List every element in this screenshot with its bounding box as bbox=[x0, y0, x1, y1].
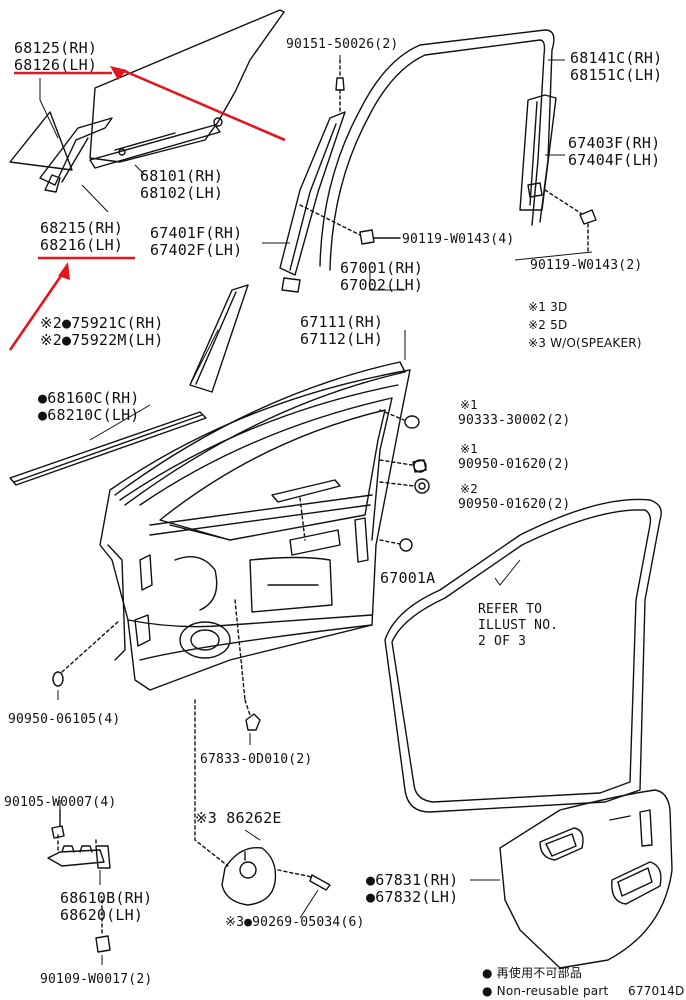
part-label-68620: 68620(LH) bbox=[60, 906, 144, 924]
front-division-bar bbox=[279, 111, 346, 293]
note-90950-b: ※2 bbox=[460, 482, 479, 496]
part-label-67833: 67833-0D010(2) bbox=[200, 752, 313, 767]
part-label-68610b: 68610B(RH) bbox=[60, 889, 153, 907]
red-arrow-upper bbox=[121, 68, 286, 142]
pillar-garnish bbox=[189, 284, 249, 393]
part-label-68160c: ●68160C(RH) bbox=[38, 389, 140, 407]
part-label-67111: 67111(RH) bbox=[300, 313, 384, 331]
part-label-90950-a: 90950-01620(2) bbox=[458, 457, 571, 472]
part-label-67402f: 67402F(LH) bbox=[150, 241, 243, 259]
red-arrowheads bbox=[58, 66, 127, 280]
frame-moulding bbox=[319, 29, 555, 271]
clip-90950-06105 bbox=[52, 619, 121, 687]
part-label-68215: 68215(RH) bbox=[40, 219, 124, 237]
part-label-68125: 68125(RH) bbox=[14, 39, 98, 57]
figure-id: 677014D bbox=[628, 984, 685, 998]
clip-90151 bbox=[335, 59, 345, 113]
note-wo-speaker: ※3 W/O(SPEAKER) bbox=[528, 336, 642, 350]
red-annotations bbox=[8, 68, 286, 351]
clip-90333 bbox=[379, 409, 420, 429]
refer-line-3: 2 OF 3 bbox=[478, 634, 527, 649]
part-label-90109: 90109-W0017(2) bbox=[40, 972, 153, 987]
part-label-86262e: ※3 86262E bbox=[195, 809, 282, 827]
part-label-90119-left: 90119-W0143(4) bbox=[402, 232, 515, 247]
door-check bbox=[47, 834, 111, 869]
door-weatherstrip bbox=[384, 498, 662, 813]
part-label-67831: ●67831(RH) bbox=[366, 871, 459, 889]
bolt-90105 bbox=[51, 809, 65, 839]
part-label-67404f: 67404F(LH) bbox=[568, 151, 661, 169]
part-label-75922m: ※2●75922M(LH) bbox=[40, 331, 164, 349]
refer-line-1: REFER TO bbox=[478, 602, 543, 617]
leader-lines bbox=[39, 55, 593, 965]
clip-90950-a bbox=[379, 459, 427, 473]
part-label-67112: 67112(LH) bbox=[300, 330, 384, 348]
rear-division-bar bbox=[519, 94, 557, 211]
rear-channel bbox=[39, 117, 113, 193]
part-label-68210c: ●68210C(LH) bbox=[38, 406, 140, 424]
part-label-67832: ●67832(LH) bbox=[366, 888, 459, 906]
note-3d: ※1 3D bbox=[528, 300, 568, 314]
part-label-67001: 67001(RH) bbox=[340, 259, 424, 277]
door-panel bbox=[99, 369, 411, 691]
part-label-67002: 67002(LH) bbox=[340, 276, 424, 294]
part-label-90950-06105: 90950-06105(4) bbox=[8, 712, 121, 727]
speaker-cover bbox=[194, 699, 277, 906]
part-label-90105: 90105-W0007(4) bbox=[4, 795, 117, 810]
part-label-68141c: 68141C(RH) bbox=[570, 49, 663, 67]
part-label-75921c: ※2●75921C(RH) bbox=[40, 314, 164, 332]
note-90950-a: ※1 bbox=[460, 442, 479, 456]
belt-moulding bbox=[9, 411, 207, 486]
part-label-67001a: 67001A bbox=[380, 569, 436, 587]
bolt-90119-left bbox=[299, 204, 401, 245]
note-5d: ※2 5D bbox=[528, 318, 568, 332]
screw-90269 bbox=[277, 869, 331, 891]
legend-english: ● Non-reusable part bbox=[482, 984, 609, 998]
note-90333: ※1 bbox=[460, 398, 479, 412]
bolt-90109 bbox=[95, 899, 111, 953]
part-label-68126: 68126(LH) bbox=[14, 56, 98, 74]
part-label-90119-right: 90119-W0143(2) bbox=[530, 258, 643, 273]
part-label-68101: 68101(RH) bbox=[140, 167, 224, 185]
part-label-67403f: 67403F(RH) bbox=[568, 134, 661, 152]
clip-90950-b bbox=[379, 478, 430, 494]
part-label-90950-b: 90950-01620(2) bbox=[458, 497, 571, 512]
legend-japanese: ● 再使用不可部品 bbox=[482, 966, 583, 980]
door-glass bbox=[9, 9, 285, 171]
refer-line-2: ILLUST NO. bbox=[478, 618, 559, 633]
part-label-90269: ※3●90269-05034(6) bbox=[225, 915, 365, 930]
part-label-68102: 68102(LH) bbox=[140, 184, 224, 202]
hole-plug-67833 bbox=[234, 599, 261, 731]
part-label-67401f: 67401F(RH) bbox=[150, 224, 243, 242]
bolt-90119-right bbox=[544, 189, 597, 253]
part-label-90151: 90151-50026(2) bbox=[286, 37, 399, 52]
inner-sash-67111 bbox=[114, 361, 406, 506]
inner-trim-panel bbox=[499, 789, 673, 969]
red-arrow-lower bbox=[8, 269, 67, 351]
glass-channel bbox=[89, 117, 223, 169]
part-label-90333: 90333-30002(2) bbox=[458, 413, 571, 428]
clip-67001a bbox=[379, 538, 413, 552]
part-label-68151c: 68151C(LH) bbox=[570, 66, 663, 84]
part-label-68216: 68216(LH) bbox=[40, 236, 124, 254]
